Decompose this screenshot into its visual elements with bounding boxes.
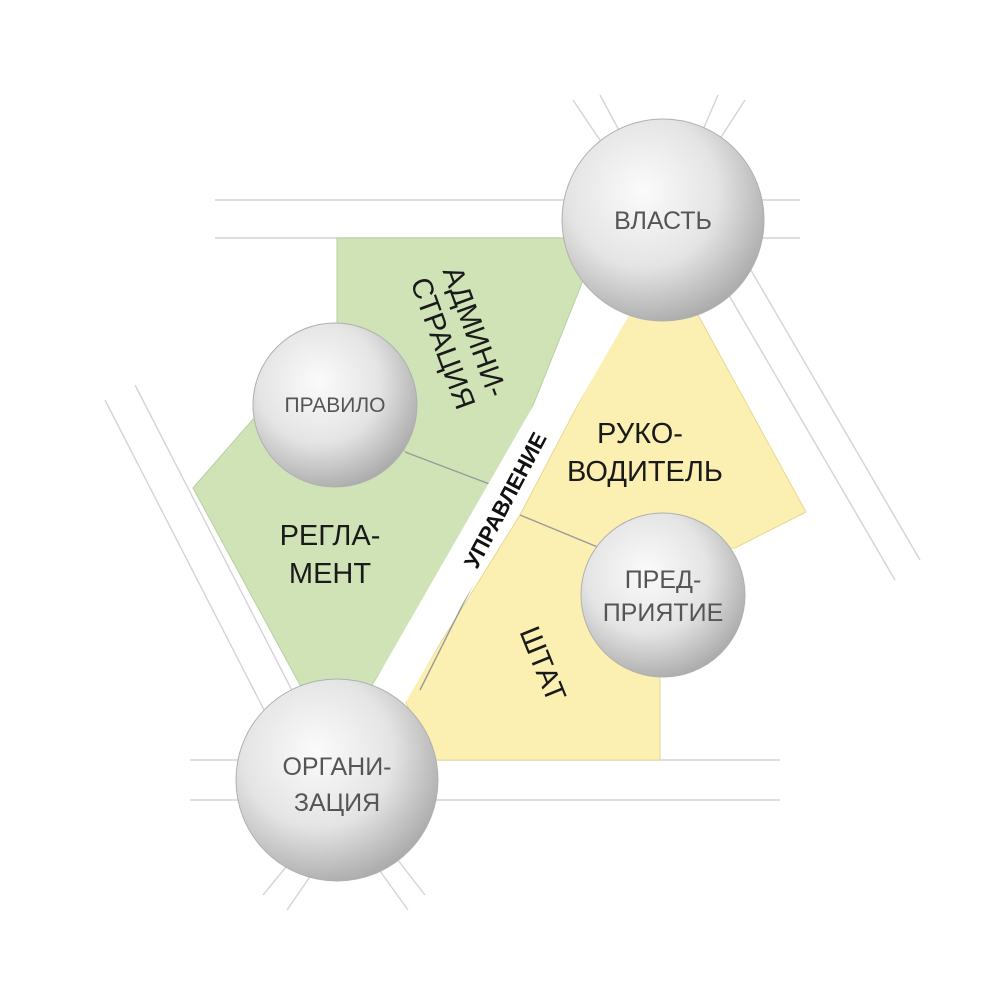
rukovoditel-label-line1: РУКО- bbox=[597, 418, 683, 450]
reglament-label-line1: РЕГЛА- bbox=[280, 520, 381, 552]
reglament-label-line2: МЕНТ bbox=[289, 558, 371, 590]
rukovoditel-label-line2: ВОДИТЕЛЬ bbox=[567, 456, 723, 488]
pravilo-label: ПРАВИЛО bbox=[285, 394, 386, 417]
organizatsiya-label-line2: ЗАЦИЯ bbox=[294, 789, 380, 817]
upravlenie-band bbox=[370, 293, 631, 712]
vlast-label: ВЛАСТЬ bbox=[614, 207, 712, 235]
node-organizatsiya: ОРГАНИ- ЗАЦИЯ bbox=[235, 678, 439, 882]
organizatsiya-label-line1: ОРГАНИ- bbox=[282, 753, 391, 781]
predpriyatie-label-line2: ПРИЯТИЕ bbox=[603, 599, 724, 627]
node-pravilo: ПРАВИЛО bbox=[252, 322, 418, 488]
predpriyatie-label-line1: ПРЕД- bbox=[625, 566, 702, 594]
node-vlast: ВЛАСТЬ bbox=[561, 118, 765, 322]
node-predpriyatie: ПРЕД- ПРИЯТИЕ bbox=[580, 512, 746, 678]
